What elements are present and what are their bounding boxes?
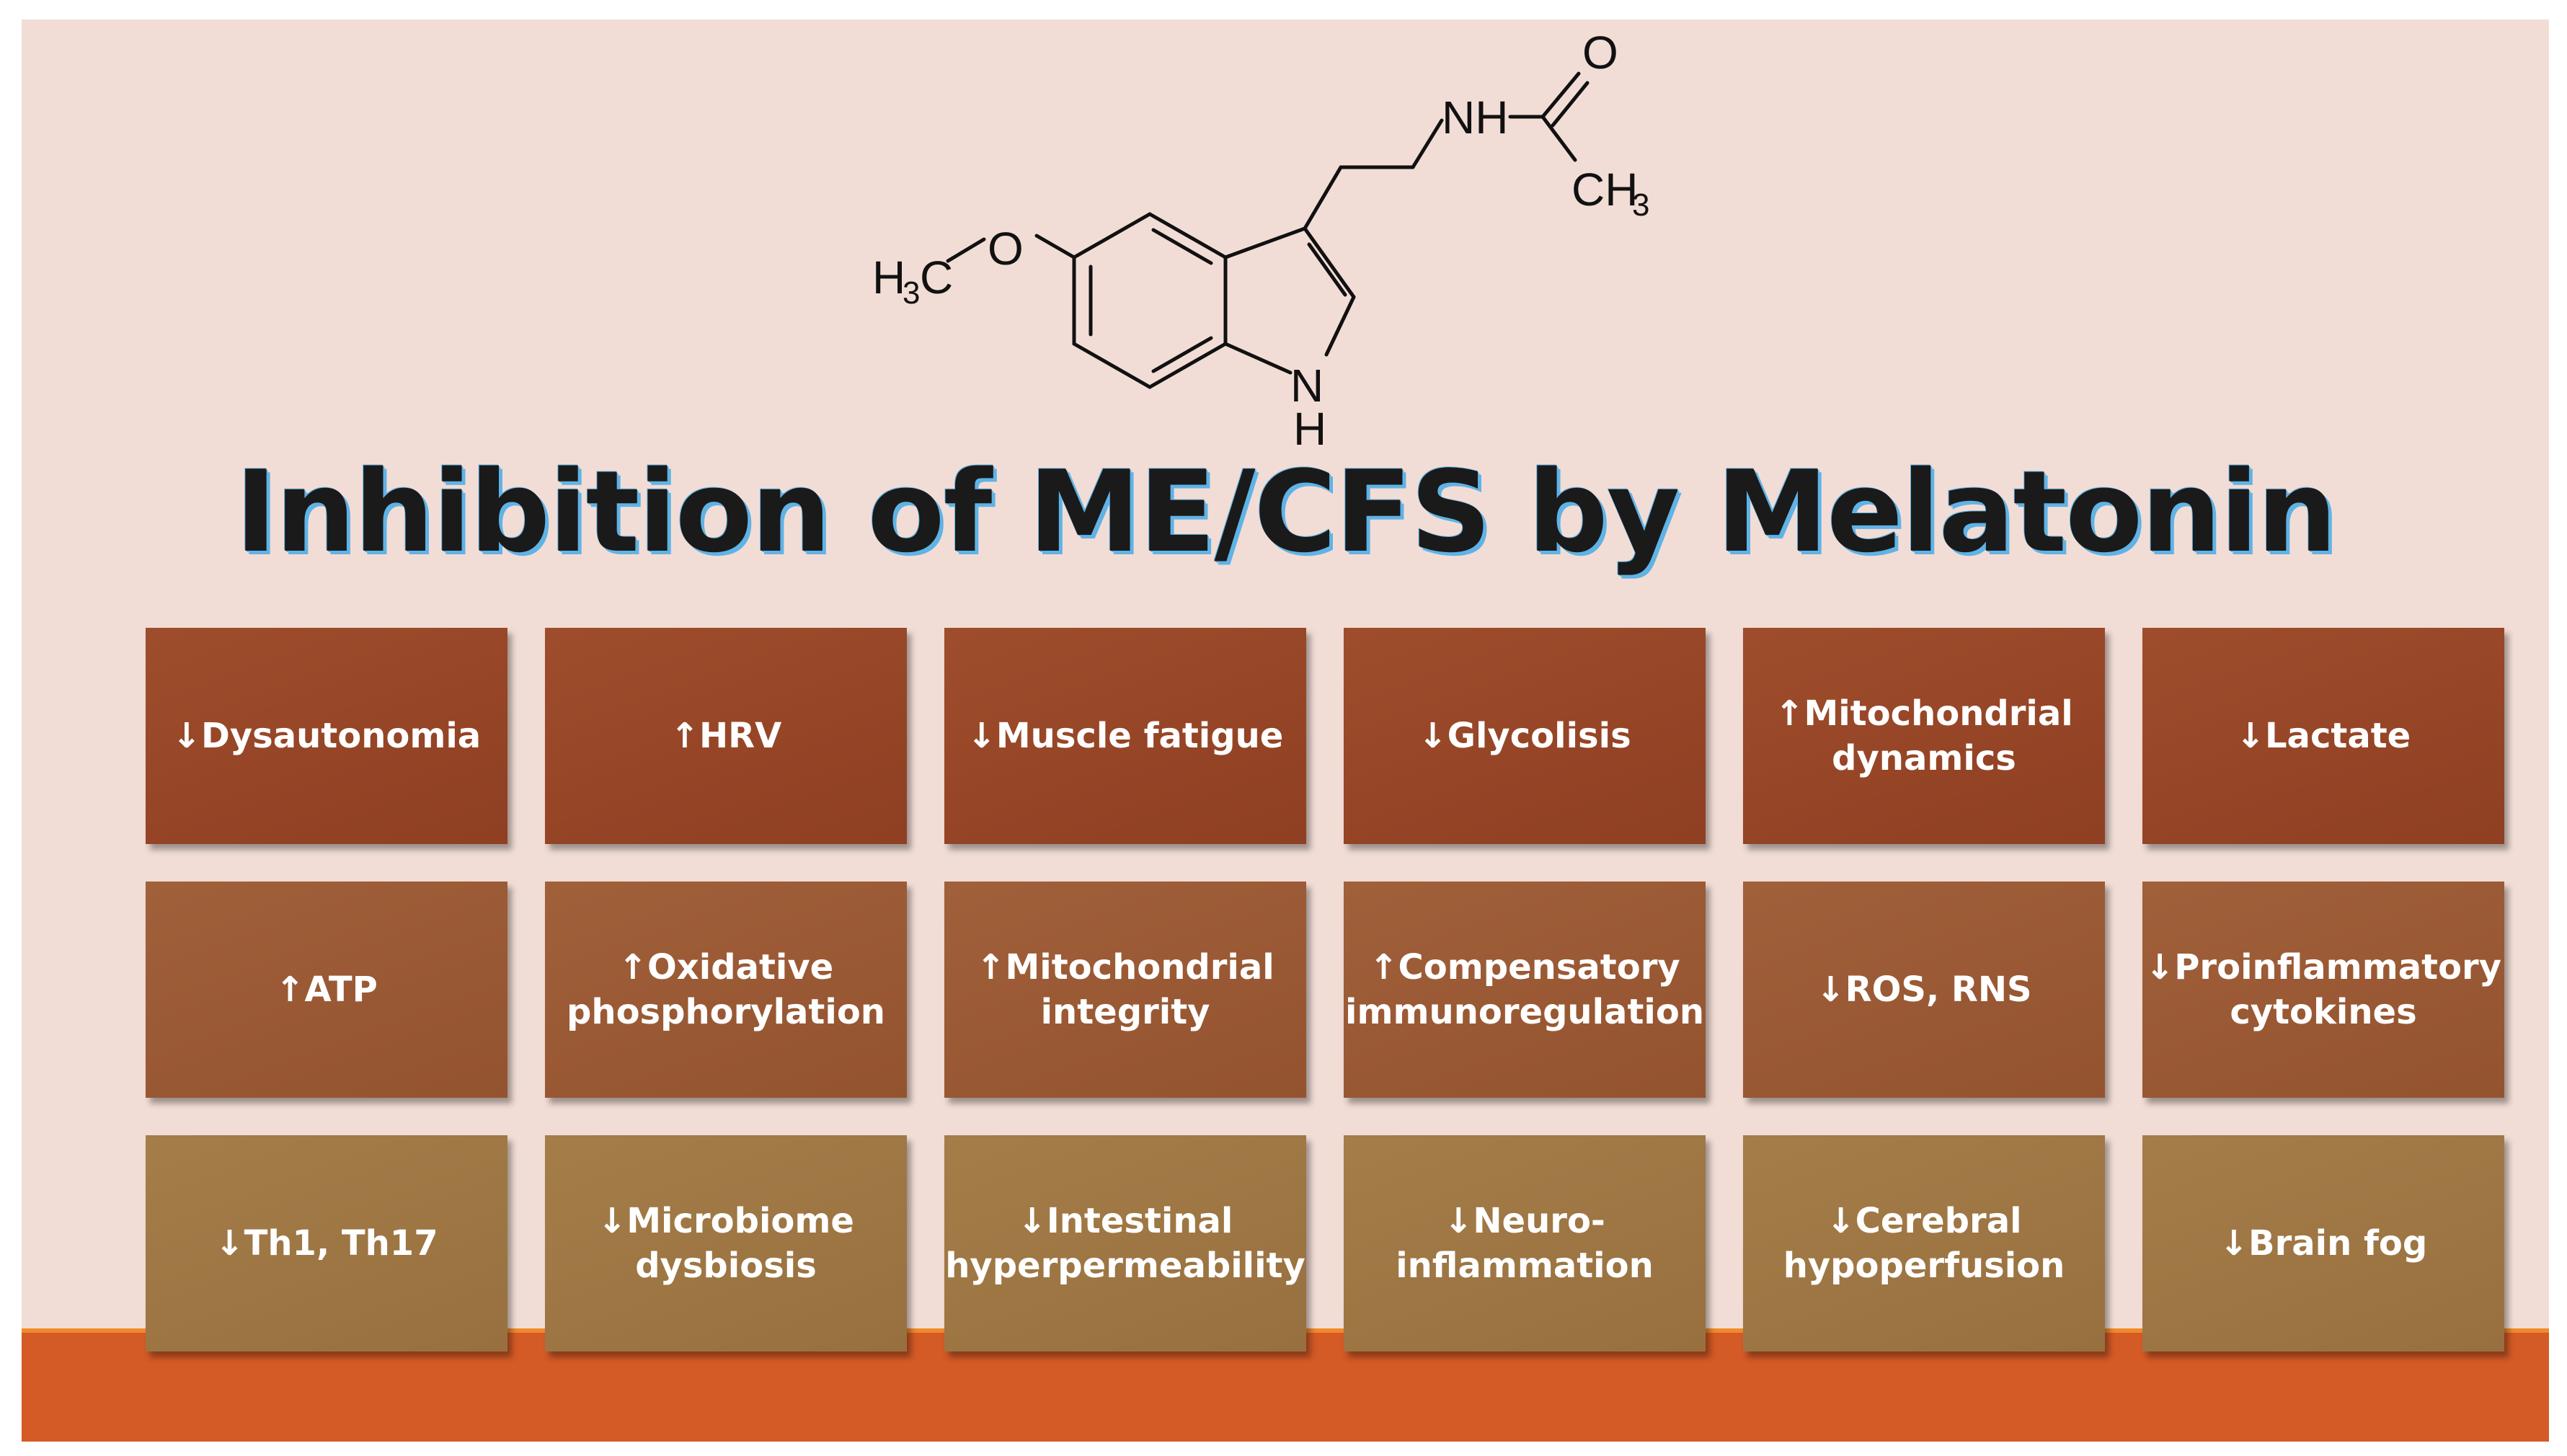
bond	[1034, 234, 1076, 259]
tile-compensatory-immunoregulation: ↑Compensatory immunoregulation	[1344, 882, 1706, 1098]
bond	[1540, 71, 1581, 119]
tile-intestinal-hyperpermeability: ↓Intestinal hyperpermeability	[944, 1135, 1306, 1351]
atom-ch3-acetyl-subscript: 3	[1632, 187, 1649, 223]
tile-dysautonomia: ↓Dysautonomia	[146, 628, 507, 844]
slide: O NH CH 3 H 3 C O N H Inhibition of ME/C…	[22, 19, 2549, 1442]
atom-h3c-methoxy: H	[872, 252, 905, 303]
bond	[1223, 342, 1293, 375]
atom-h-indole: H	[1293, 403, 1326, 455]
bond	[1303, 165, 1343, 231]
tile-th1-th17: ↓Th1, Th17	[146, 1135, 507, 1351]
effects-grid: ↓Dysautonomia ↑HRV ↓Muscle fatigue ↓Glyc…	[146, 628, 2523, 1377]
bond	[946, 237, 986, 263]
tile-brain-fog: ↓Brain fog	[2142, 1135, 2504, 1351]
tile-glycolisis: ↓Glycolisis	[1344, 628, 1706, 844]
tile-mitochondrial-dynamics: ↑Mitochondrial dynamics	[1743, 628, 2105, 844]
atom-ch3-acetyl: CH	[1571, 164, 1638, 216]
bond	[1411, 118, 1444, 169]
bond	[1551, 81, 1590, 128]
tile-microbiome-dysbiosis: ↓Microbiome dysbiosis	[545, 1135, 907, 1351]
bond	[1303, 226, 1356, 299]
bond	[1307, 242, 1347, 297]
tile-oxidative-phosphorylation: ↑Oxidative phosphorylation	[545, 882, 907, 1098]
bond	[1072, 342, 1152, 389]
tile-lactate: ↓Lactate	[2142, 628, 2504, 844]
page-title: Inhibition of ME/CFS by Melatonin	[235, 446, 2337, 577]
bond	[1151, 228, 1213, 265]
bond	[1148, 212, 1228, 259]
atom-nh-amide: NH	[1442, 92, 1508, 143]
tile-atp: ↑ATP	[146, 882, 507, 1098]
atom-h3c-methoxy-c: C	[920, 252, 953, 303]
bond	[1072, 212, 1152, 259]
tile-proinflammatory-cytokines: ↓Proinflammatory cytokines	[2142, 882, 2504, 1098]
bond	[1540, 115, 1577, 162]
tile-mitochondrial-integrity: ↑Mitochondrial integrity	[944, 882, 1306, 1098]
atom-n-indole: N	[1290, 360, 1324, 412]
tile-hrv: ↑HRV	[545, 628, 907, 844]
melatonin-structure: O NH CH 3 H 3 C O N H	[872, 27, 1649, 455]
tile-muscle-fatigue: ↓Muscle fatigue	[944, 628, 1306, 844]
atom-h3c-methoxy-subscript: 3	[903, 275, 920, 311]
tile-cerebral-hypoperfusion: ↓Cerebral hypoperfusion	[1743, 1135, 2105, 1351]
bond	[1324, 295, 1356, 357]
bond	[1223, 226, 1307, 259]
bond	[1151, 336, 1213, 373]
atom-o-carbonyl: O	[1582, 27, 1618, 79]
bond	[1148, 342, 1228, 389]
atom-o-methoxy: O	[988, 223, 1024, 275]
tile-neuroinflammation: ↓Neuro- inflammation	[1344, 1135, 1706, 1351]
tile-ros-rns: ↓ROS, RNS	[1743, 882, 2105, 1098]
